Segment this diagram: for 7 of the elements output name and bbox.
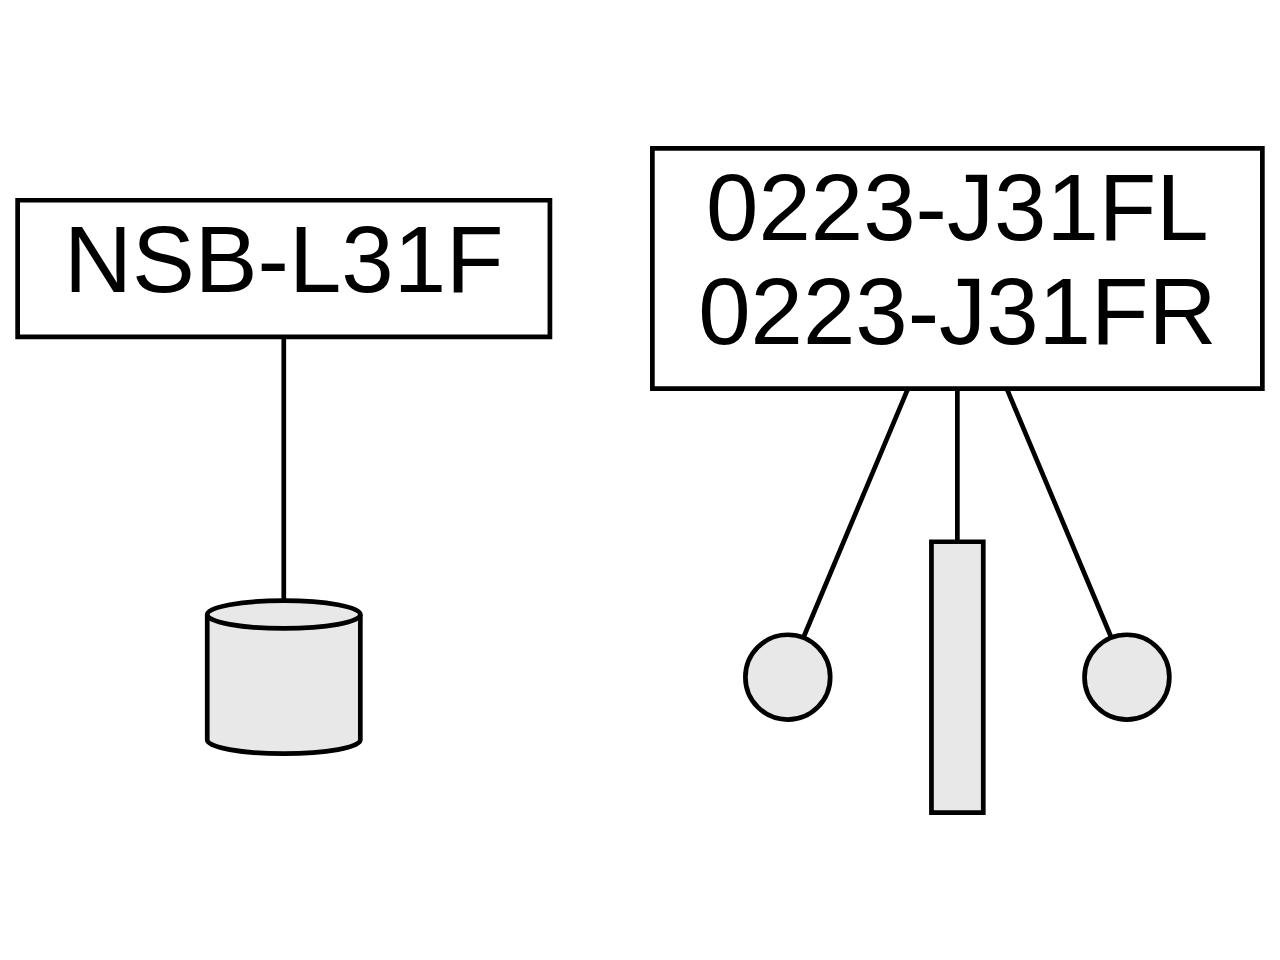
connector [955,388,960,541]
node-bar [929,538,986,815]
node-circle [1082,631,1172,722]
connector [281,337,287,600]
node-box: 0223-J31FL 0223-J31FR [650,145,1265,391]
node-circle [743,631,833,722]
node-box: NSB-L31F [15,197,553,339]
